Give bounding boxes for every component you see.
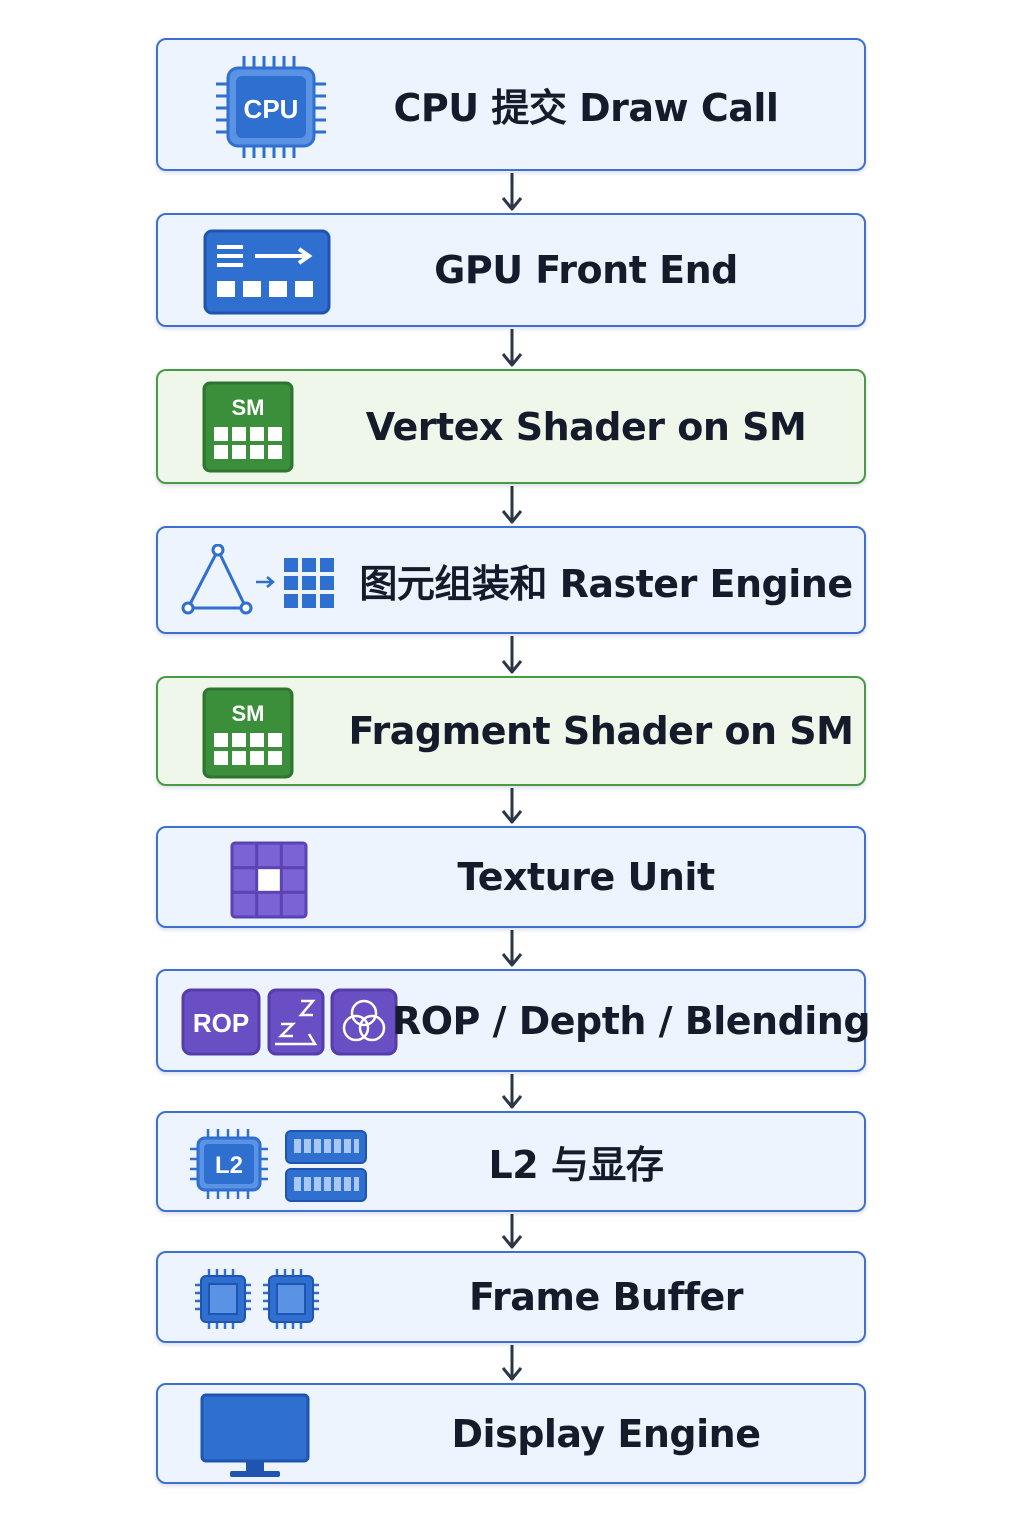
flow-arrow	[500, 171, 524, 213]
rop-icon: ROP	[181, 988, 261, 1056]
sm-icon-text: SM	[232, 395, 265, 420]
stage-label: L2 与显存	[488, 1143, 664, 1187]
stage-frame-buffer: Frame Buffer	[156, 1251, 866, 1343]
stage-label: GPU Front End	[434, 248, 738, 292]
frame-buffer-chip-icon	[261, 1267, 321, 1331]
cpu-chip-icon: CPU	[214, 54, 329, 160]
blending-circles-icon	[330, 988, 398, 1056]
frame-buffer-chip-icon	[193, 1267, 253, 1331]
l2-cache-chip-icon: L2	[188, 1127, 270, 1201]
stage-rop-depth-blending: ROP ROP / Depth / Blending	[156, 969, 871, 1072]
stage-raster-engine: 图元组装和 Raster Engine	[156, 526, 866, 634]
stage-label: Vertex Shader on SM	[365, 404, 807, 449]
flow-arrow	[500, 634, 524, 676]
rop-icon-text: ROP	[193, 1008, 249, 1038]
stage-label: Display Engine	[451, 1411, 761, 1456]
stage-fragment-shader: SM Fragment Shader on SM	[156, 676, 866, 786]
stage-l2-vram: L2 L2 与显存	[156, 1111, 866, 1212]
stage-texture-unit: Texture Unit	[156, 826, 866, 928]
sm-icon-text: SM	[232, 701, 265, 726]
depth-z-icon	[267, 988, 325, 1056]
stage-label: Fragment Shader on SM	[348, 709, 854, 753]
stage-label: CPU 提交 Draw Call	[393, 86, 779, 130]
stage-label: Texture Unit	[457, 855, 715, 899]
flow-arrow	[500, 1343, 524, 1383]
stage-label: 图元组装和 Raster Engine	[359, 561, 853, 606]
flow-arrow	[500, 1212, 524, 1251]
stage-display-engine: Display Engine	[156, 1383, 866, 1484]
flow-arrow	[500, 1072, 524, 1111]
stage-cpu-draw-call: CPU CPU 提交 Draw Call	[156, 38, 866, 171]
l2-icon-text: L2	[215, 1152, 243, 1179]
sm-grid-icon: SM	[202, 687, 294, 779]
monitor-icon	[200, 1393, 312, 1479]
cpu-icon-text: CPU	[244, 94, 299, 124]
stage-label: ROP / Depth / Blending	[391, 998, 871, 1043]
stage-gpu-front-end: GPU Front End	[156, 213, 866, 327]
sm-grid-icon: SM	[202, 381, 294, 473]
stage-label: Frame Buffer	[468, 1275, 744, 1319]
triangle-to-pixels-icon	[180, 544, 340, 618]
texture-grid-icon	[230, 841, 308, 919]
flow-arrow	[500, 928, 524, 969]
flow-arrow	[500, 327, 524, 369]
flow-arrow	[500, 786, 524, 826]
stage-vertex-shader: SM Vertex Shader on SM	[156, 369, 866, 484]
flow-arrow	[500, 484, 524, 526]
vram-modules-icon	[284, 1129, 368, 1203]
command-queue-icon	[203, 229, 331, 315]
